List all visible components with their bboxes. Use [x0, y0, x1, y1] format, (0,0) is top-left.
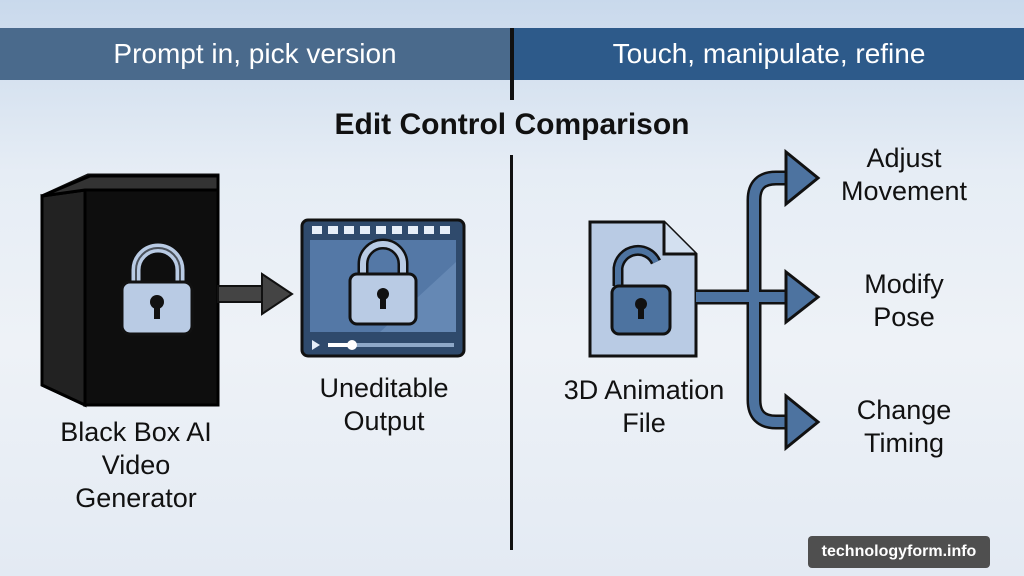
banner-right-text: Touch, manipulate, refine	[612, 38, 926, 69]
branch-arrows	[696, 148, 821, 452]
watermark: technologyform.info	[808, 536, 990, 568]
banner-divider	[510, 28, 514, 100]
diagram-title: Edit Control Comparison	[334, 108, 690, 141]
output-label: Uneditable Output	[319, 373, 449, 436]
branch-label-timing: Change Timing	[856, 395, 952, 458]
black-box-label: Black Box AI Video Generator	[60, 417, 212, 513]
unlocked-lock-icon	[610, 244, 672, 336]
banner-left: Prompt in, pick version	[0, 28, 510, 80]
watermark-text: technologyform.info	[821, 543, 977, 560]
branch-label-pose: Modify Pose	[864, 269, 944, 332]
file-label: 3D Animation File	[563, 375, 725, 438]
arrow-head-bottom	[784, 392, 821, 452]
banner-left-text: Prompt in, pick version	[113, 38, 397, 69]
center-divider	[510, 155, 513, 550]
arrow-head-middle	[784, 268, 821, 326]
lock-icon	[120, 243, 194, 336]
arrow-right-icon	[217, 272, 294, 316]
video-lock-icon	[348, 238, 418, 326]
banner-right: Touch, manipulate, refine	[514, 28, 1024, 80]
arrow-head-top	[784, 148, 821, 208]
branch-label-movement: Adjust Movement	[840, 143, 968, 206]
